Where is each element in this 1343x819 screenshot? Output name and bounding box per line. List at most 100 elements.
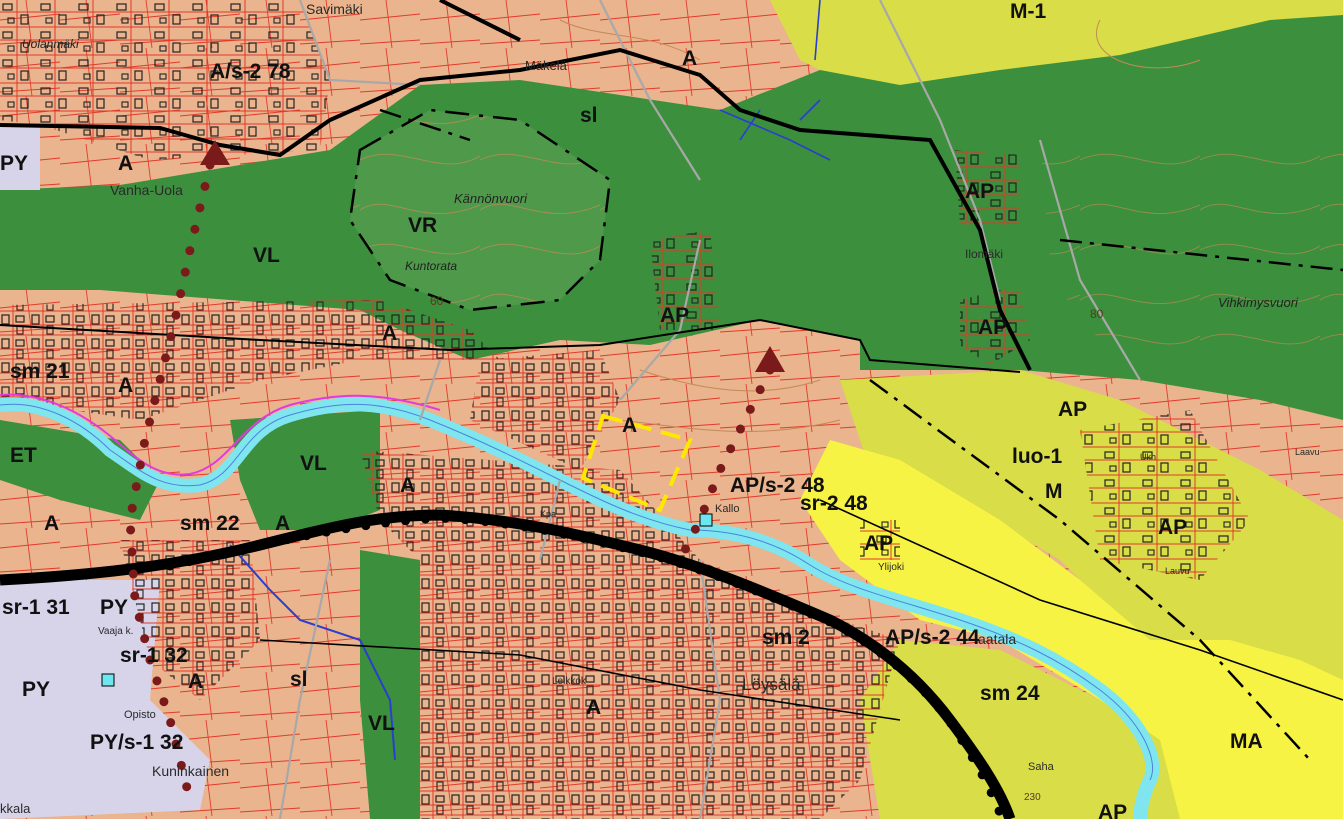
place-name-kannonvuori: Kännönvuori — [454, 191, 528, 206]
place-name-leikkok: Leikkok — [552, 676, 587, 687]
zone-label-sr132: sr-1 32 — [120, 644, 188, 667]
zone-label-py-3: PY — [22, 678, 50, 701]
residential-houses-west — [0, 300, 500, 420]
residential-houses-northwest — [0, 0, 330, 160]
residential-houses-sw — [120, 540, 260, 700]
place-name-lauvu: Lauvu — [1165, 566, 1190, 576]
place-name-vanha-uola: Vanha-Uola — [110, 182, 183, 198]
residential-houses-middle — [470, 350, 620, 470]
zone-label-ap-ylijoki: AP — [864, 532, 893, 555]
residential-houses-lauvu — [1080, 410, 1250, 580]
zone-label-a-mid: A — [382, 322, 397, 345]
agriculture-area — [800, 440, 1343, 819]
zone-label-pys132: PY/s-1 32 — [90, 731, 183, 754]
zone-label-sm22: sm 22 — [180, 512, 240, 535]
zone-label-aps248: AP/s-2 48 — [730, 474, 825, 497]
zone-label-vl-top: VL — [253, 244, 280, 267]
zone-label-a-small: A — [275, 512, 290, 535]
place-name-saha: Saha — [1028, 761, 1055, 773]
zone-label-m: M — [1045, 480, 1063, 503]
place-name-vihkimysvuori: Vihkimysvuori — [1218, 295, 1299, 310]
road-upper-diagonal — [439, 0, 521, 42]
residential-houses-ylijoki — [860, 520, 900, 560]
place-name-uolanmaki: Uolanmäki — [22, 37, 79, 51]
residential-houses-ap-mid — [650, 230, 720, 330]
green-area-vl-mid — [230, 410, 380, 530]
road-south — [259, 499, 1343, 721]
trail-triangle-east — [755, 346, 785, 372]
zone-label-sl-south: sl — [290, 668, 308, 691]
zone-label-ap-right2: AP — [1058, 398, 1087, 421]
contour-lines — [559, 19, 1201, 433]
place-name-kuninkainen: Kuninkainen — [152, 763, 229, 779]
zone-label-ap-right: AP — [978, 316, 1007, 339]
forestry-area-top — [770, 0, 1343, 95]
zone-label-et: ET — [10, 444, 37, 467]
residential-houses-ap-right — [960, 285, 1030, 365]
residential-houses-ilomaki — [955, 150, 1020, 225]
place-name-ylijoki: Ylijoki — [878, 562, 904, 573]
place-name-ukh: Ukh — [1140, 452, 1156, 462]
zone-label-ap-lauvu: AP — [1158, 516, 1187, 539]
contour-label-80: 80 — [1090, 307, 1104, 321]
trail-triangle-west — [200, 140, 230, 165]
zone-label-sr248: sr-2 48 — [800, 492, 868, 515]
place-name-opisto: Opisto — [124, 709, 156, 721]
river-bank-magenta — [0, 393, 441, 476]
service-point-kallo — [699, 513, 713, 527]
place-name-savimaki: Savimäki — [306, 1, 363, 17]
zone-label-a-river: A — [400, 474, 415, 497]
study-area-boundary[interactable] — [580, 413, 693, 513]
place-name-vaajak: Vaaja k. — [98, 626, 133, 637]
place-name-kpa: Kpa — [540, 509, 556, 519]
trail-east — [675, 365, 775, 565]
zone-label-sl-top: sl — [580, 104, 598, 127]
residential-houses-south — [360, 450, 900, 819]
service-point-opisto — [101, 673, 115, 687]
zone-label-py-2: PY — [100, 596, 128, 619]
power-line-dashdot — [379, 108, 1343, 761]
zone-label-ap-bottom: AP — [1098, 801, 1127, 819]
zone-label-m1: M-1 — [1010, 0, 1046, 23]
zone-label-vl-mid: VL — [300, 452, 327, 475]
zone-label-sm2: sm 2 — [762, 626, 810, 649]
zone-label-ap-mid: AP — [660, 304, 689, 327]
zone-label-vl-south: VL — [368, 712, 395, 735]
public-services-south-west — [0, 580, 210, 819]
main-road-north — [0, 47, 1032, 371]
zone-label-a-sw: A — [44, 512, 59, 535]
zone-label-a-s2-78: A/s-2 78 — [210, 60, 291, 83]
place-name-ilomaki: Ilomäki — [965, 247, 1003, 261]
zone-label-luo1: luo-1 — [1012, 445, 1062, 468]
local-roads — [278, 0, 1141, 819]
place-name-kkala: kkala — [0, 801, 31, 816]
stream-south — [229, 544, 396, 761]
zone-label-a-top: A — [682, 47, 697, 70]
zone-label-sm24: sm 24 — [980, 682, 1040, 705]
public-services-top-left — [0, 125, 40, 190]
zone-label-vr: VR — [408, 214, 437, 237]
zone-label-a-left: A — [118, 152, 133, 175]
zone-label-ap-ilomaki: AP — [965, 180, 994, 203]
zone-label-ma: MA — [1230, 730, 1263, 753]
place-name-makela: Mäkelä — [525, 58, 568, 73]
place-name-aatala: aatala — [978, 631, 1016, 647]
green-contours-vr — [350, 110, 610, 310]
place-name-loysala: Löysälä — [742, 675, 801, 694]
zone-label-a-center: A — [586, 696, 601, 719]
contour-label-230: 230 — [1024, 792, 1041, 803]
place-name-laavu: Laavu — [1295, 447, 1320, 457]
zone-label-sm21: sm 21 — [10, 360, 70, 383]
highway — [0, 509, 1016, 819]
place-name-kallo: Kallo — [715, 503, 739, 515]
zone-label-py-left: PY — [0, 152, 28, 175]
zone-label-aps244: AP/s-2 44 — [885, 626, 980, 649]
place-name-kuntorata: Kuntorata — [405, 259, 457, 273]
highway-dots — [165, 513, 1007, 819]
green-area-river-south — [360, 550, 420, 819]
zone-label-a-study: A — [622, 414, 637, 437]
zone-label-a-left2: A — [118, 374, 133, 397]
contour-label-60: 60 — [430, 294, 444, 308]
road-middle — [0, 318, 1021, 373]
